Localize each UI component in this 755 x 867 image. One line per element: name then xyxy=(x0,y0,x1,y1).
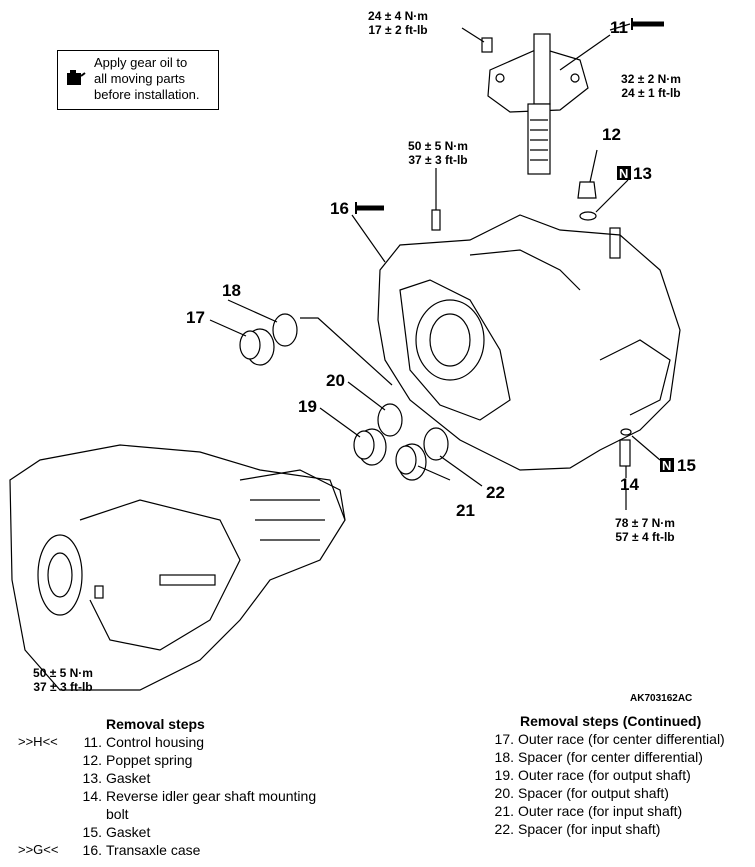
step-text: Outer race (for input shaft) xyxy=(518,803,683,819)
step-text: bolt xyxy=(106,806,129,822)
new-part-marker-13 xyxy=(617,166,631,180)
step-row: >>H<< 11.Control housing xyxy=(18,733,378,751)
step-text: Spacer (for input shaft) xyxy=(518,821,661,837)
callout-15: 15 xyxy=(677,456,696,475)
step-number: 11. xyxy=(83,734,102,750)
step-ref xyxy=(18,805,78,823)
note-line-1: Apply gear oil to xyxy=(94,55,188,70)
step-text: Poppet spring xyxy=(106,752,193,768)
step-row: 12.Poppet spring xyxy=(18,751,378,769)
torque-spec-1-metric: 24 ± 4 N·m xyxy=(368,9,428,23)
spacer-20 xyxy=(377,403,403,437)
step-number: 21. xyxy=(494,803,514,819)
step-number: 17. xyxy=(494,731,514,747)
step-text: Spacer (for output shaft) xyxy=(518,785,669,801)
callout-21: 21 xyxy=(456,501,475,520)
step-number xyxy=(78,805,106,823)
step-ref xyxy=(18,769,78,787)
callout-14: 14 xyxy=(620,475,639,494)
gasket-13 xyxy=(579,211,597,221)
note-line-2: all moving parts xyxy=(94,71,186,86)
step-row: 18.Spacer (for center differential) xyxy=(470,748,755,766)
step-row: 21.Outer race (for input shaft) xyxy=(470,802,755,820)
step-ref: >>G<< xyxy=(18,842,59,857)
step-text: Control housing xyxy=(106,734,205,750)
step-text: Gasket xyxy=(106,824,151,840)
step-number: 12. xyxy=(82,752,102,768)
bolt-housing xyxy=(481,37,493,53)
oil-can-icon xyxy=(67,70,86,85)
removal-steps-continued-title: Removal steps (Continued) xyxy=(520,713,702,729)
removal-steps-title: Removal steps xyxy=(106,716,205,732)
step-ref xyxy=(18,823,78,841)
outer-race-17 xyxy=(239,328,275,366)
torque-spec-2-metric: 32 ± 2 N·m xyxy=(621,72,681,86)
callout-11: 11 xyxy=(610,18,628,37)
spacer-18 xyxy=(272,313,298,347)
step-text: Spacer (for center differential) xyxy=(518,749,703,765)
spacer-22 xyxy=(423,427,449,461)
step-ref: >>H<< xyxy=(18,734,58,749)
step-number: 22. xyxy=(494,821,514,837)
step-row: 15.Gasket xyxy=(18,823,378,841)
step-number: 20. xyxy=(494,785,514,801)
torque-spec-5-imperial: 37 ± 3 ft-lb xyxy=(33,680,92,694)
step-text: Outer race (for output shaft) xyxy=(518,767,691,783)
callout-17: 17 xyxy=(186,308,205,327)
step-number: 13. xyxy=(82,770,102,786)
step-text: Outer race (for center differential) xyxy=(518,731,725,747)
torque-spec-1-imperial: 17 ± 2 ft-lb xyxy=(368,23,427,37)
step-number: 18. xyxy=(494,749,514,765)
outer-race-19 xyxy=(353,428,387,466)
step-number: 15. xyxy=(82,824,102,840)
arrow-16 xyxy=(355,202,384,214)
torque-spec-4-imperial: 57 ± 4 ft-lb xyxy=(615,530,674,544)
step-row: 19.Outer race (for output shaft) xyxy=(470,766,755,784)
step-number: 19. xyxy=(494,767,514,783)
arrow-11 xyxy=(631,18,664,30)
step-row: >>G<< 16.Transaxle case xyxy=(18,841,378,859)
torque-spec-3-metric: 50 ± 5 N·m xyxy=(408,139,468,153)
step-row: 13.Gasket xyxy=(18,769,378,787)
step-text: Gasket xyxy=(106,770,151,786)
callout-12: 12 xyxy=(602,125,621,144)
gear-oil-note: Apply gear oil to all moving parts befor… xyxy=(57,50,219,110)
callout-20: 20 xyxy=(326,371,345,390)
torque-spec-3-imperial: 37 ± 3 ft-lb xyxy=(408,153,467,167)
step-text: Transaxle case xyxy=(106,842,201,858)
poppet-spring-bolt xyxy=(577,181,597,199)
callout-16: 16 xyxy=(330,199,349,218)
step-number: 14. xyxy=(82,788,102,804)
torque-spec-5-metric: 50 ± 5 N·m xyxy=(33,666,93,680)
new-part-marker-15-letter: N xyxy=(662,458,671,473)
step-row: 20.Spacer (for output shaft) xyxy=(470,784,755,802)
new-part-marker-13-letter: N xyxy=(619,166,628,181)
step-ref xyxy=(18,787,78,805)
callout-18: 18 xyxy=(222,281,241,300)
step-row: 17.Outer race (for center differential) xyxy=(470,730,755,748)
callout-13: 13 xyxy=(633,164,652,183)
step-text: Reverse idler gear shaft mounting xyxy=(106,788,317,804)
removal-steps-continued: Removal steps (Continued) 17.Outer race … xyxy=(470,712,755,838)
bolt-14 xyxy=(619,439,631,467)
torque-spec-2-imperial: 24 ± 1 ft-lb xyxy=(621,86,680,100)
note-line-3: before installation. xyxy=(94,87,200,102)
callout-22: 22 xyxy=(486,483,505,502)
step-row: 14.Reverse idler gear shaft mounting xyxy=(18,787,378,805)
bolt-16 xyxy=(431,209,441,231)
control-housing-illustration xyxy=(487,33,589,175)
step-row: bolt xyxy=(18,805,378,823)
torque-spec-4-metric: 78 ± 7 N·m xyxy=(615,516,675,530)
outer-race-21 xyxy=(395,443,427,481)
transaxle-exploded-diagram: N N 11 12 13 14 15 16 17 18 19 20 21 22 … xyxy=(9,9,696,694)
callout-19: 19 xyxy=(298,397,317,416)
transaxle-case-illustration xyxy=(377,214,681,471)
step-row: 22.Spacer (for input shaft) xyxy=(470,820,755,838)
removal-steps: Removal steps >>H<< 11.Control housing 12… xyxy=(18,715,378,859)
figure-code: AK703162AC xyxy=(630,693,693,704)
step-number: 16. xyxy=(82,842,102,858)
transaxle-assembly-illustration xyxy=(9,444,346,691)
new-part-marker-15 xyxy=(660,458,674,472)
step-ref xyxy=(18,751,78,769)
